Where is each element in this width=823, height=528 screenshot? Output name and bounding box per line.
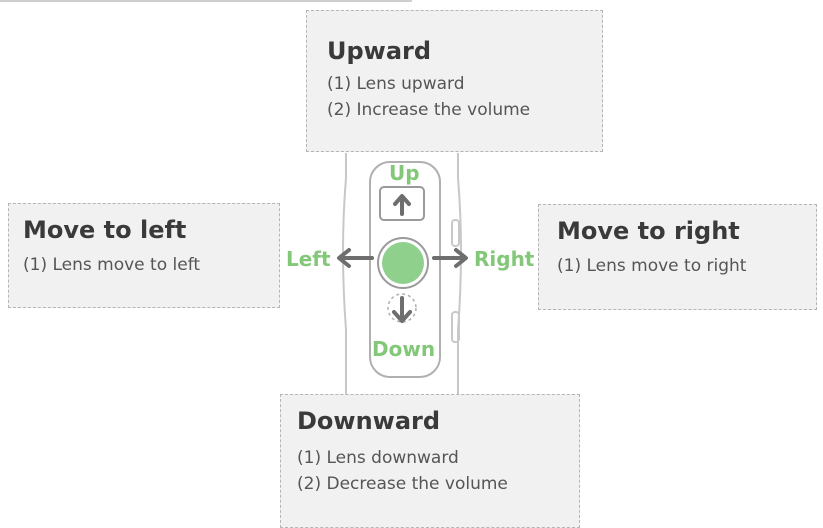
right-arrow-icon — [432, 248, 468, 268]
upward-line-1: (1) Lens upward — [327, 74, 465, 94]
control-panel — [369, 161, 441, 378]
move-left-info-box: Move to left (1) Lens move to left — [8, 203, 280, 308]
upward-line-2: (2) Increase the volume — [327, 100, 531, 120]
downward-info-box: Downward (1) Lens downward (2) Decrease … — [280, 394, 580, 528]
left-arrow-icon — [337, 248, 374, 268]
downward-line-2: (2) Decrease the volume — [297, 474, 508, 494]
down-arrow-icon — [392, 296, 412, 323]
joystick-button — [382, 242, 424, 284]
right-label: Right — [474, 247, 535, 271]
up-label: Up — [389, 161, 420, 185]
move-right-info-box: Move to right (1) Lens move to right — [538, 204, 817, 310]
move-right-line-1: (1) Lens move to right — [557, 256, 747, 276]
move-left-title: Move to left — [23, 216, 187, 244]
downward-title: Downward — [297, 407, 441, 435]
upward-title: Upward — [327, 37, 432, 65]
up-arrow-icon — [393, 194, 411, 216]
upward-info-box: Upward (1) Lens upward (2) Increase the … — [306, 10, 603, 152]
move-right-title: Move to right — [557, 217, 740, 245]
down-label: Down — [372, 337, 436, 361]
device-body-outline — [342, 153, 347, 395]
side-button-bottom — [451, 311, 460, 343]
move-left-line-1: (1) Lens move to left — [23, 255, 201, 275]
side-button-top — [451, 219, 460, 247]
top-divider — [0, 0, 412, 2]
device-body-outline-right — [457, 153, 462, 395]
downward-line-1: (1) Lens downward — [297, 448, 459, 468]
left-label: Left — [286, 247, 331, 271]
